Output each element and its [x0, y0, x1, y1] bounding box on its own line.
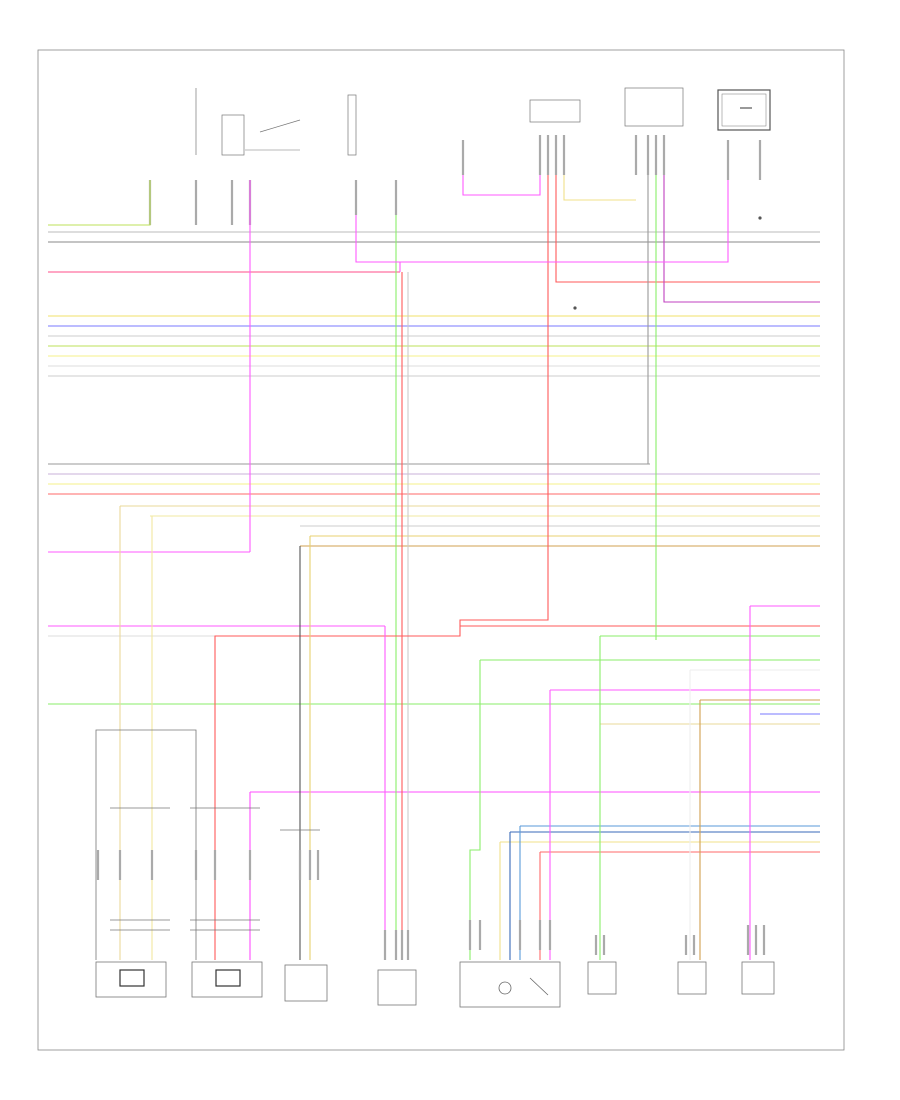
engine-speed-sensor [284, 964, 328, 1002]
vertical-wires [48, 175, 751, 960]
clutch-position-sensor [529, 99, 581, 123]
knock-sensor-harness [95, 729, 320, 960]
intake-air-temp-sensor [587, 961, 617, 995]
ecm-box [377, 969, 417, 1006]
horizontal-bus [48, 231, 820, 793]
oxygen-sensor-top [717, 89, 771, 131]
brake-unit [624, 87, 684, 127]
oil-level-sensor [741, 961, 775, 995]
right-bus-segments [460, 281, 820, 853]
top-fuse-block [195, 88, 357, 156]
knock-sensor-2 [191, 961, 263, 998]
coolant-temp-sensor [677, 961, 707, 995]
knock-sensor-1 [95, 961, 167, 998]
bottom-connector-pins [96, 850, 766, 960]
throttle-body [459, 961, 561, 1008]
diagram-frame [37, 49, 845, 1051]
ground-symbols [573, 216, 762, 310]
top-connector-pins [148, 135, 762, 225]
